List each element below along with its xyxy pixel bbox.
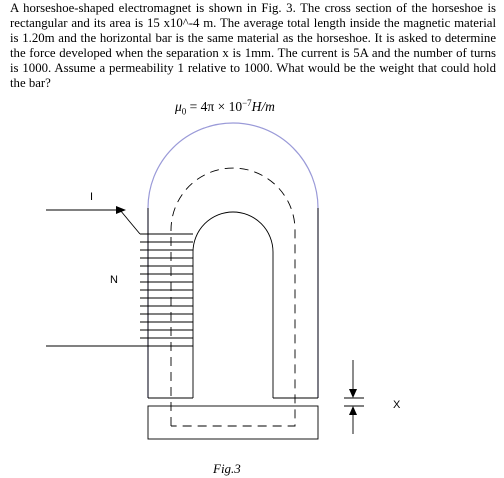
turns-label: N	[110, 274, 118, 286]
problem-statement: A horseshoe-shaped electromagnet is show…	[10, 1, 496, 90]
horizontal-bar	[147, 405, 319, 440]
coefficient: 4π × 10	[200, 99, 243, 114]
current-label: I	[90, 191, 93, 203]
permeability-formula: μ0 = 4π × 10−7H/m	[175, 98, 335, 117]
horseshoe-inner	[192, 211, 274, 398]
gap-label: X	[393, 399, 401, 411]
horseshoe-outer	[147, 122, 319, 398]
mean-flux-path	[170, 167, 296, 427]
gap-dimension	[344, 360, 364, 434]
gap-arrow-down-icon	[349, 389, 357, 398]
gap-arrow-up-icon	[349, 406, 357, 415]
mu-subscript: 0	[181, 106, 187, 117]
unit: H/m	[251, 99, 275, 114]
figure-caption: Fig.3	[212, 461, 241, 476]
exponent: −7	[242, 98, 252, 108]
equals-sign: =	[189, 99, 198, 114]
mu-symbol: μ	[175, 99, 182, 114]
current-arrow-icon	[116, 206, 126, 214]
coil-windings	[140, 233, 193, 347]
